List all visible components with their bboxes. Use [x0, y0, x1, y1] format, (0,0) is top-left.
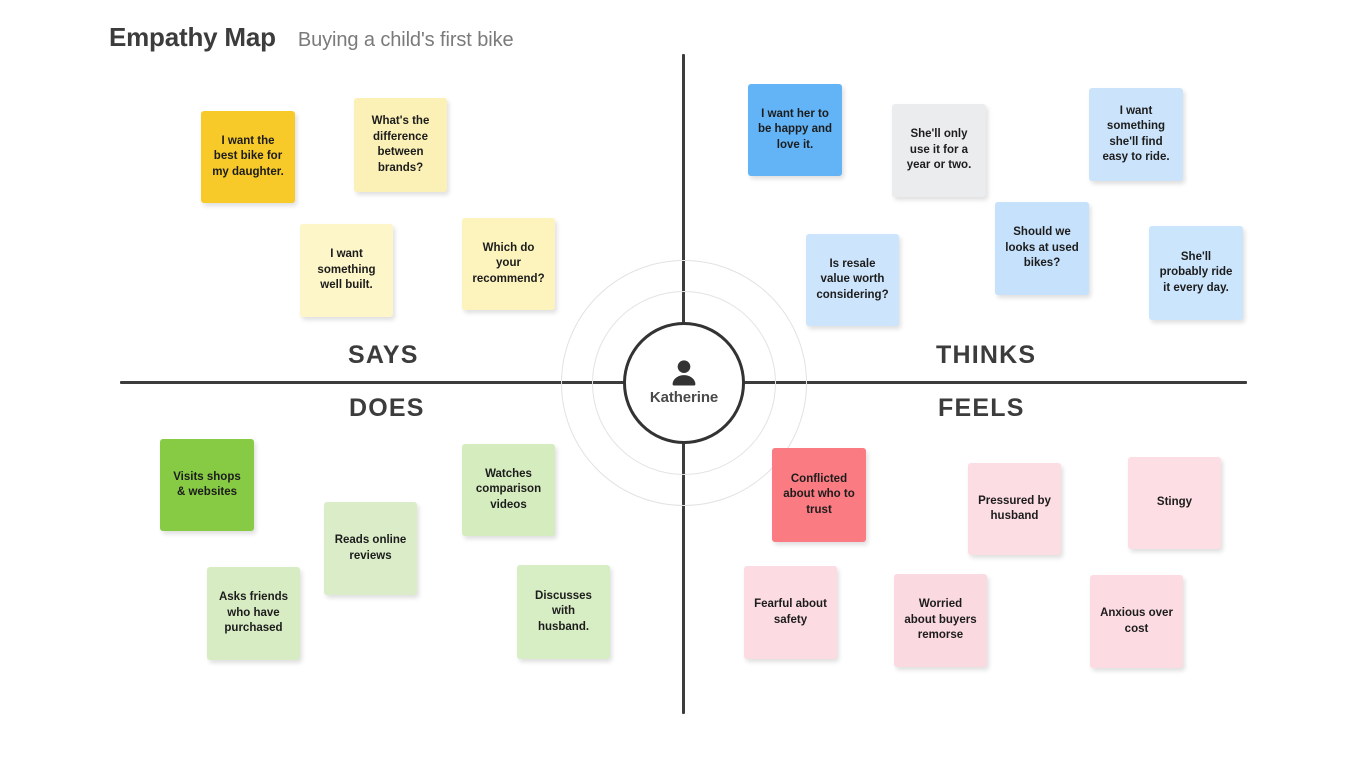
sticky-note-text: Anxious over cost	[1100, 607, 1173, 635]
sticky-note-text: What's the difference between brands?	[371, 115, 430, 174]
quadrant-label-does: DOES	[349, 394, 425, 422]
sticky-note[interactable]: I want something well built.	[300, 224, 393, 317]
sticky-note[interactable]: Reads online reviews	[324, 502, 417, 595]
persona-ring-outer	[561, 260, 807, 506]
quadrant-label-thinks: THINKS	[936, 341, 1037, 369]
quadrant-label-feels: FEELS	[938, 394, 1025, 422]
sticky-note[interactable]: Pressured by husband	[968, 463, 1061, 555]
page-title: Empathy Map	[109, 22, 276, 52]
sticky-note-text: She'll probably ride it every day.	[1159, 250, 1233, 294]
sticky-note[interactable]: I want something she'll find easy to rid…	[1089, 88, 1183, 181]
persona-circle[interactable]: Katherine	[623, 322, 745, 444]
sticky-note-text: Asks friends who have purchased	[218, 591, 289, 635]
sticky-note[interactable]: Stingy	[1128, 457, 1221, 549]
sticky-note-text: I want the best bike for my daughter.	[212, 134, 284, 178]
persona-ring-middle	[592, 291, 776, 475]
sticky-note-text: Discusses with husband.	[535, 589, 592, 633]
sticky-note[interactable]: I want her to be happy and love it.	[748, 84, 842, 176]
header: Empathy Map Buying a child's first bike	[109, 22, 514, 53]
sticky-note-text: I want her to be happy and love it.	[757, 107, 833, 151]
sticky-note[interactable]: Should we looks at used bikes?	[995, 202, 1089, 295]
sticky-note[interactable]: I want the best bike for my daughter.	[201, 111, 295, 203]
page-subtitle: Buying a child's first bike	[297, 29, 514, 51]
person-icon	[672, 360, 696, 386]
sticky-note-text: Watches comparison videos	[475, 467, 542, 511]
sticky-note[interactable]: Is resale value worth considering?	[806, 234, 899, 326]
sticky-note-text: Which do your recommend?	[472, 241, 545, 285]
sticky-note-text: I want something she'll find easy to rid…	[1102, 104, 1170, 164]
sticky-note[interactable]: Watches comparison videos	[462, 444, 555, 536]
sticky-note[interactable]: Worried about buyers remorse	[894, 574, 987, 667]
sticky-note[interactable]: Visits shops & websites	[160, 439, 254, 531]
quadrant-label-says: SAYS	[348, 341, 419, 369]
sticky-note[interactable]: She'll only use it for a year or two.	[892, 104, 986, 197]
sticky-note[interactable]: Which do your recommend?	[462, 218, 555, 310]
sticky-note[interactable]: What's the difference between brands?	[354, 98, 447, 192]
sticky-note-text: Pressured by husband	[978, 494, 1051, 523]
persona-name: Katherine	[649, 389, 719, 406]
sticky-note-text: Conflicted about who to trust	[783, 472, 855, 516]
sticky-note-text: Fearful about safety	[754, 598, 827, 626]
sticky-note-text: Visits shops & websites	[173, 470, 241, 499]
sticky-note-text: Stingy	[1156, 496, 1193, 509]
sticky-note[interactable]: Conflicted about who to trust	[772, 448, 866, 542]
sticky-note[interactable]: Asks friends who have purchased	[207, 567, 300, 660]
sticky-note-text: She'll only use it for a year or two.	[906, 128, 972, 172]
sticky-note[interactable]: She'll probably ride it every day.	[1149, 226, 1243, 320]
sticky-note-text: Is resale value worth considering?	[816, 257, 889, 301]
sticky-note[interactable]: Discusses with husband.	[517, 565, 610, 659]
sticky-note[interactable]: Fearful about safety	[744, 566, 837, 659]
sticky-note-text: I want something well built.	[317, 248, 376, 292]
sticky-note-text: Reads online reviews	[334, 534, 407, 562]
sticky-note[interactable]: Anxious over cost	[1090, 575, 1183, 668]
sticky-note-text: Should we looks at used bikes?	[1005, 226, 1079, 270]
sticky-note-text: Worried about buyers remorse	[904, 598, 977, 642]
